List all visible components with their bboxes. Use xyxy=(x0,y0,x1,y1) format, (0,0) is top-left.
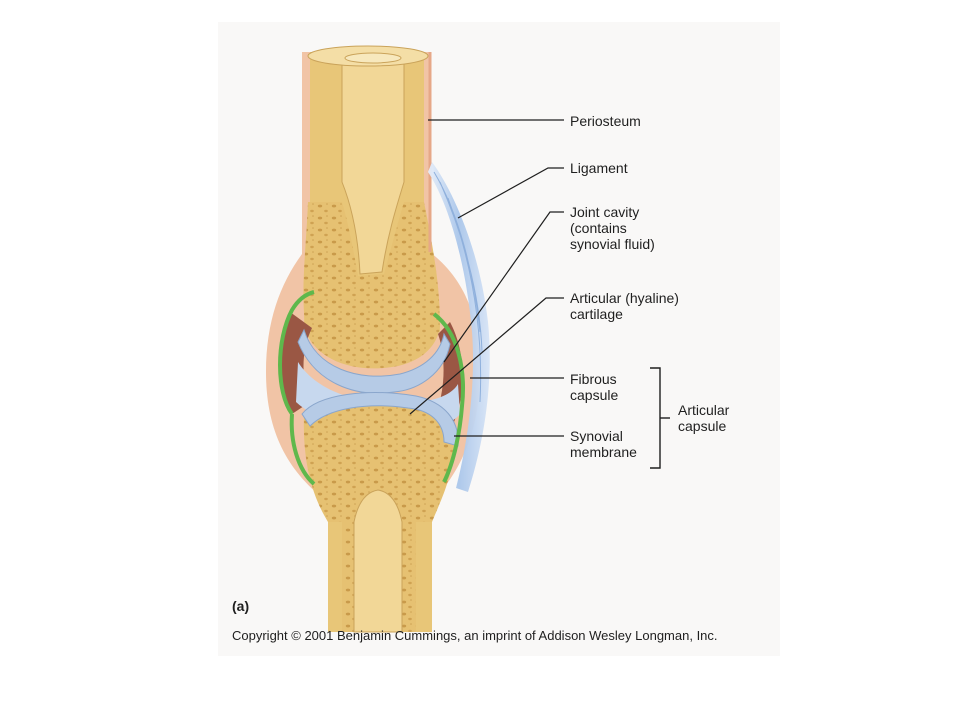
joint-illustration xyxy=(266,45,670,633)
lower-medullary-cavity xyxy=(353,489,403,633)
label-articular-capsule: Articular capsule xyxy=(678,402,730,434)
label-ligament: Ligament xyxy=(570,160,628,176)
leader-lines xyxy=(409,119,564,437)
copyright-notice: Copyright © 2001 Benjamin Cummings, an i… xyxy=(232,628,718,643)
leader-joint-cavity xyxy=(443,211,564,363)
label-articular-cartilage: Articular (hyaline) cartilage xyxy=(570,290,679,322)
label-periosteum: Periosteum xyxy=(570,113,641,129)
synovial-membrane-upper-left xyxy=(278,290,315,416)
upper-articular-cartilage xyxy=(297,328,451,394)
panel-label: (a) xyxy=(232,598,250,614)
upper-medullary-cavity xyxy=(341,57,405,275)
leader-ligament xyxy=(457,167,564,219)
label-synovial-membrane: Synovial membrane xyxy=(570,428,637,460)
upper-spongy-bone xyxy=(303,202,440,369)
articular-capsule-bracket xyxy=(650,367,661,469)
leader-articular-cartilage xyxy=(409,297,564,415)
label-fibrous-capsule: Fibrous capsule xyxy=(570,371,619,403)
label-joint-cavity: Joint cavity (contains synovial fluid) xyxy=(570,204,655,252)
ligament-shape xyxy=(428,162,490,492)
synovial-membrane-right xyxy=(432,312,465,483)
synovial-joint-figure: Periosteum Ligament Joint cavity (contai… xyxy=(218,22,780,656)
